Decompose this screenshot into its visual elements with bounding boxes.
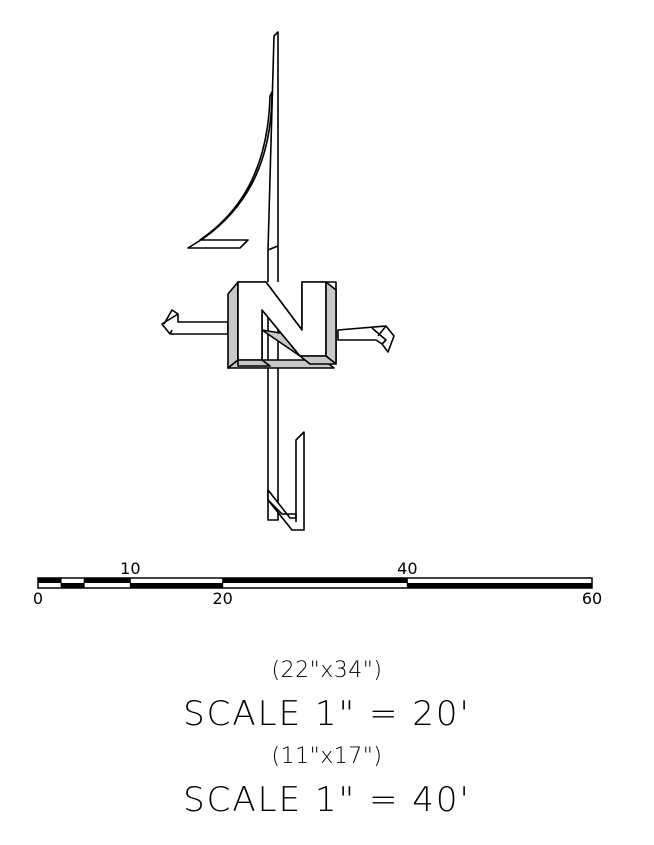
- scale-bar-label: 40: [397, 559, 417, 578]
- scale-bar-segment: [38, 578, 62, 583]
- scale-bar: 10 40 0 20 60: [33, 559, 602, 608]
- north-letter: [227, 281, 337, 369]
- scale-bar-segment: [61, 578, 85, 583]
- scale-bar-label: 10: [120, 559, 140, 578]
- scale-bar-segment: [84, 583, 131, 588]
- scale-bar-labels: 10 40 0 20 60: [33, 559, 602, 608]
- scale-bar-segment: [222, 583, 408, 588]
- north-arrow-lower-fletch: [267, 431, 305, 531]
- north-arrow-shaft: [161, 31, 395, 531]
- scale-bar-label: 20: [212, 589, 232, 608]
- north-arrow-upper-feather: [267, 31, 279, 251]
- scale-text-full: SCALE 1" = 20': [183, 694, 471, 734]
- scale-bar-segment: [38, 583, 62, 588]
- sheet-size-full: (22"x34"): [271, 658, 383, 683]
- north-arrow-upper-curve: [187, 91, 273, 249]
- scale-bar-segments: [37, 577, 593, 589]
- sheet-size-half: (11"x17"): [271, 744, 383, 769]
- scale-bar-segment: [130, 583, 223, 588]
- scale-bar-segment: [407, 578, 592, 583]
- scale-bar-label: 0: [33, 589, 43, 608]
- north-arrow-icon: [161, 31, 395, 531]
- scale-bar-segment: [222, 578, 408, 583]
- scale-bar-segment: [130, 578, 223, 583]
- north-letter-shade: [227, 281, 239, 369]
- scale-bar-label: 60: [582, 589, 602, 608]
- scale-bar-segment: [407, 583, 592, 588]
- scale-bar-segment: [61, 583, 85, 588]
- scale-bar-segment: [84, 578, 131, 583]
- scale-text-half: SCALE 1" = 40': [183, 780, 471, 820]
